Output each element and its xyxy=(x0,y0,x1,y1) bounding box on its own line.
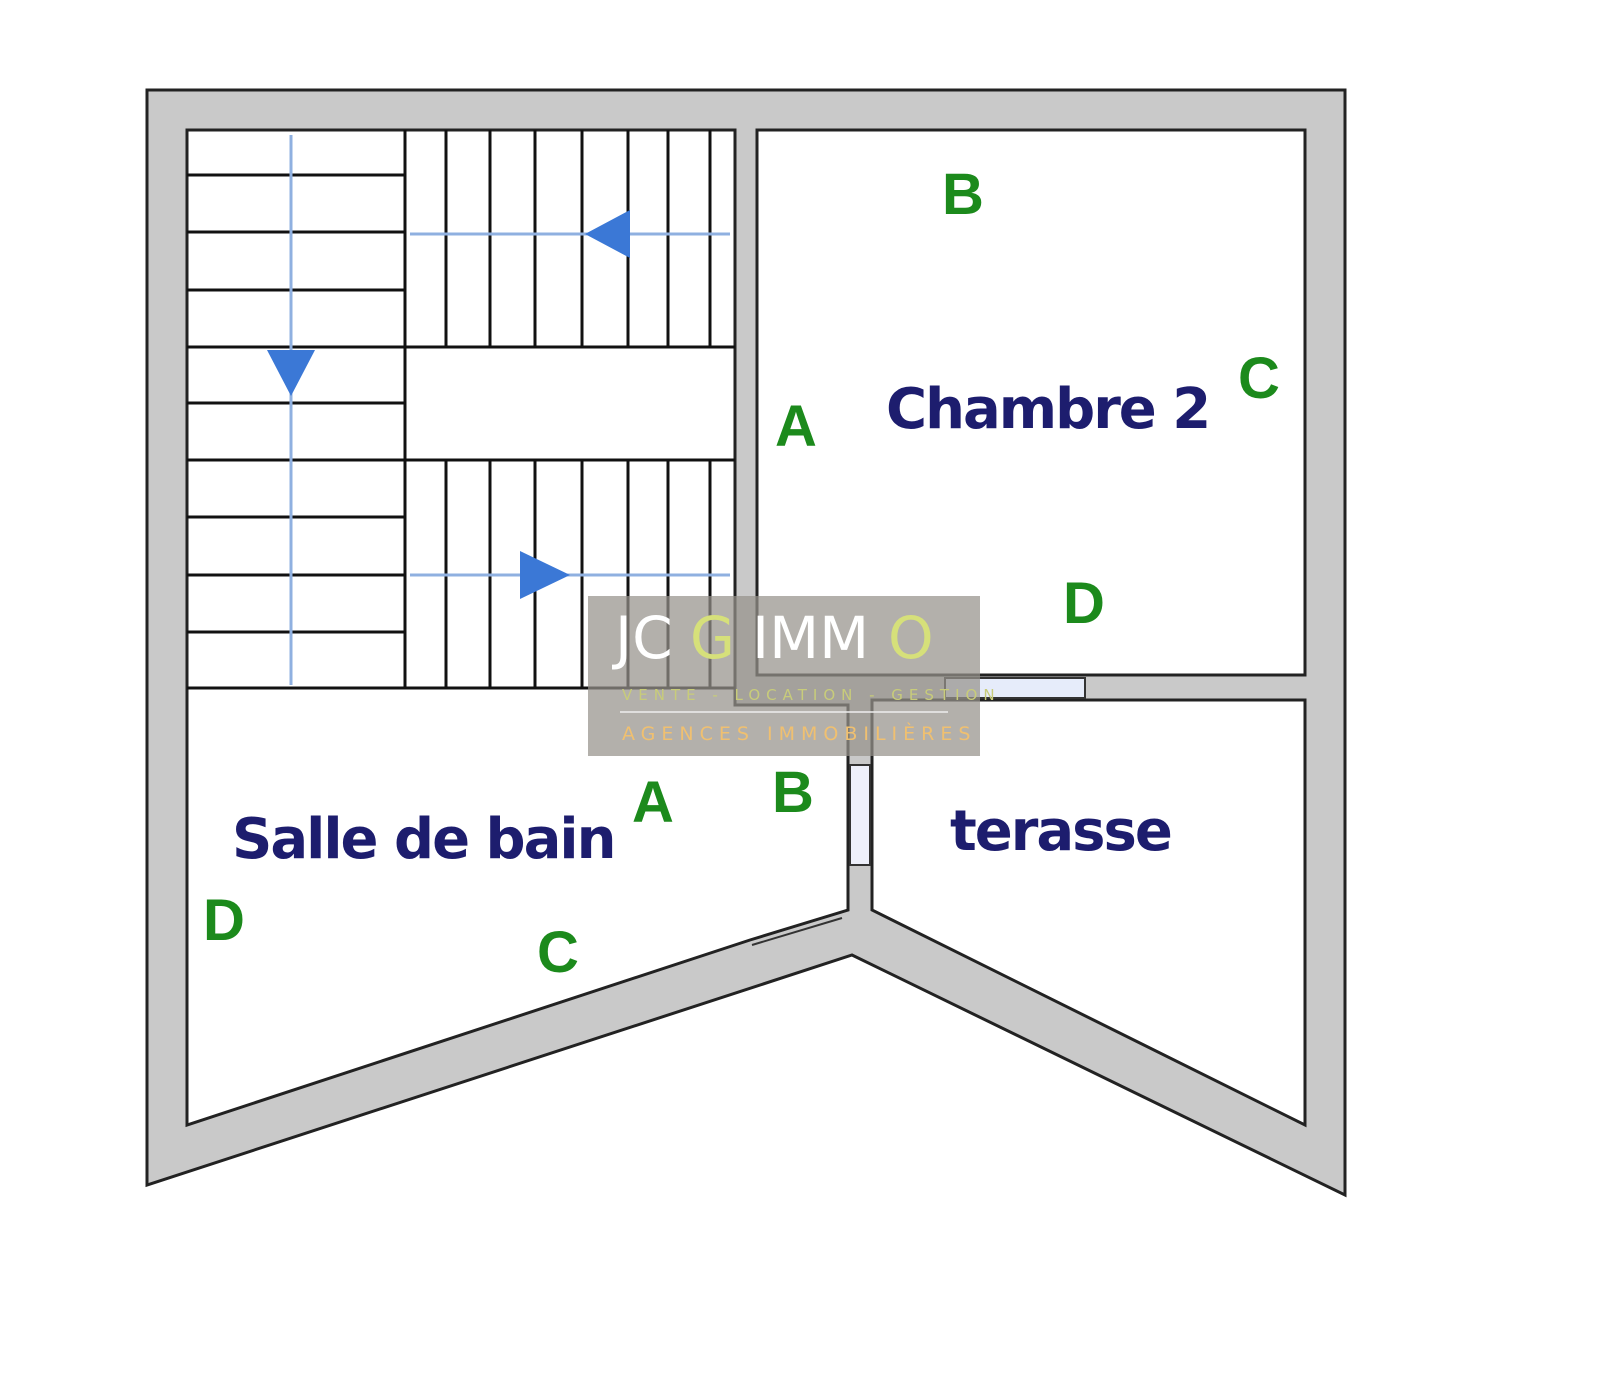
watermark: JC G IMM O VENTE - LOCATION - GESTION AG… xyxy=(588,596,1001,756)
logo-o: O xyxy=(888,604,934,672)
label-bath-c: C xyxy=(537,920,579,985)
logo-jc: JC xyxy=(612,604,673,672)
arrow-right-icon xyxy=(520,551,570,599)
label-chambre-d: D xyxy=(1063,571,1105,636)
label-chambre-a: A xyxy=(775,394,817,459)
label-bath-b: B xyxy=(772,760,814,825)
logo-g: G xyxy=(690,604,735,672)
terrace-room xyxy=(870,698,1307,1128)
label-bath-d: D xyxy=(203,888,245,953)
window-sill xyxy=(751,917,843,946)
subtitle: AGENCES IMMOBILIÈRES xyxy=(622,722,976,745)
arrow-down-icon xyxy=(267,350,315,396)
door xyxy=(849,764,871,866)
label-chambre-b: B xyxy=(942,162,984,227)
room-name-terrace: terasse xyxy=(950,799,1171,864)
room-name-bathroom: Salle de bain xyxy=(232,807,615,872)
chambre-room xyxy=(755,128,1307,677)
room-name-chambre: Chambre 2 xyxy=(886,377,1209,442)
label-chambre-c: C xyxy=(1238,346,1280,411)
label-bath-a: A xyxy=(632,770,674,835)
tagline: VENTE - LOCATION - GESTION xyxy=(622,686,1001,704)
stairs-bathroom-area xyxy=(185,128,850,1128)
arrow-left-icon xyxy=(585,210,630,258)
staircase xyxy=(187,130,735,690)
logo-imm: IMM xyxy=(752,604,869,672)
